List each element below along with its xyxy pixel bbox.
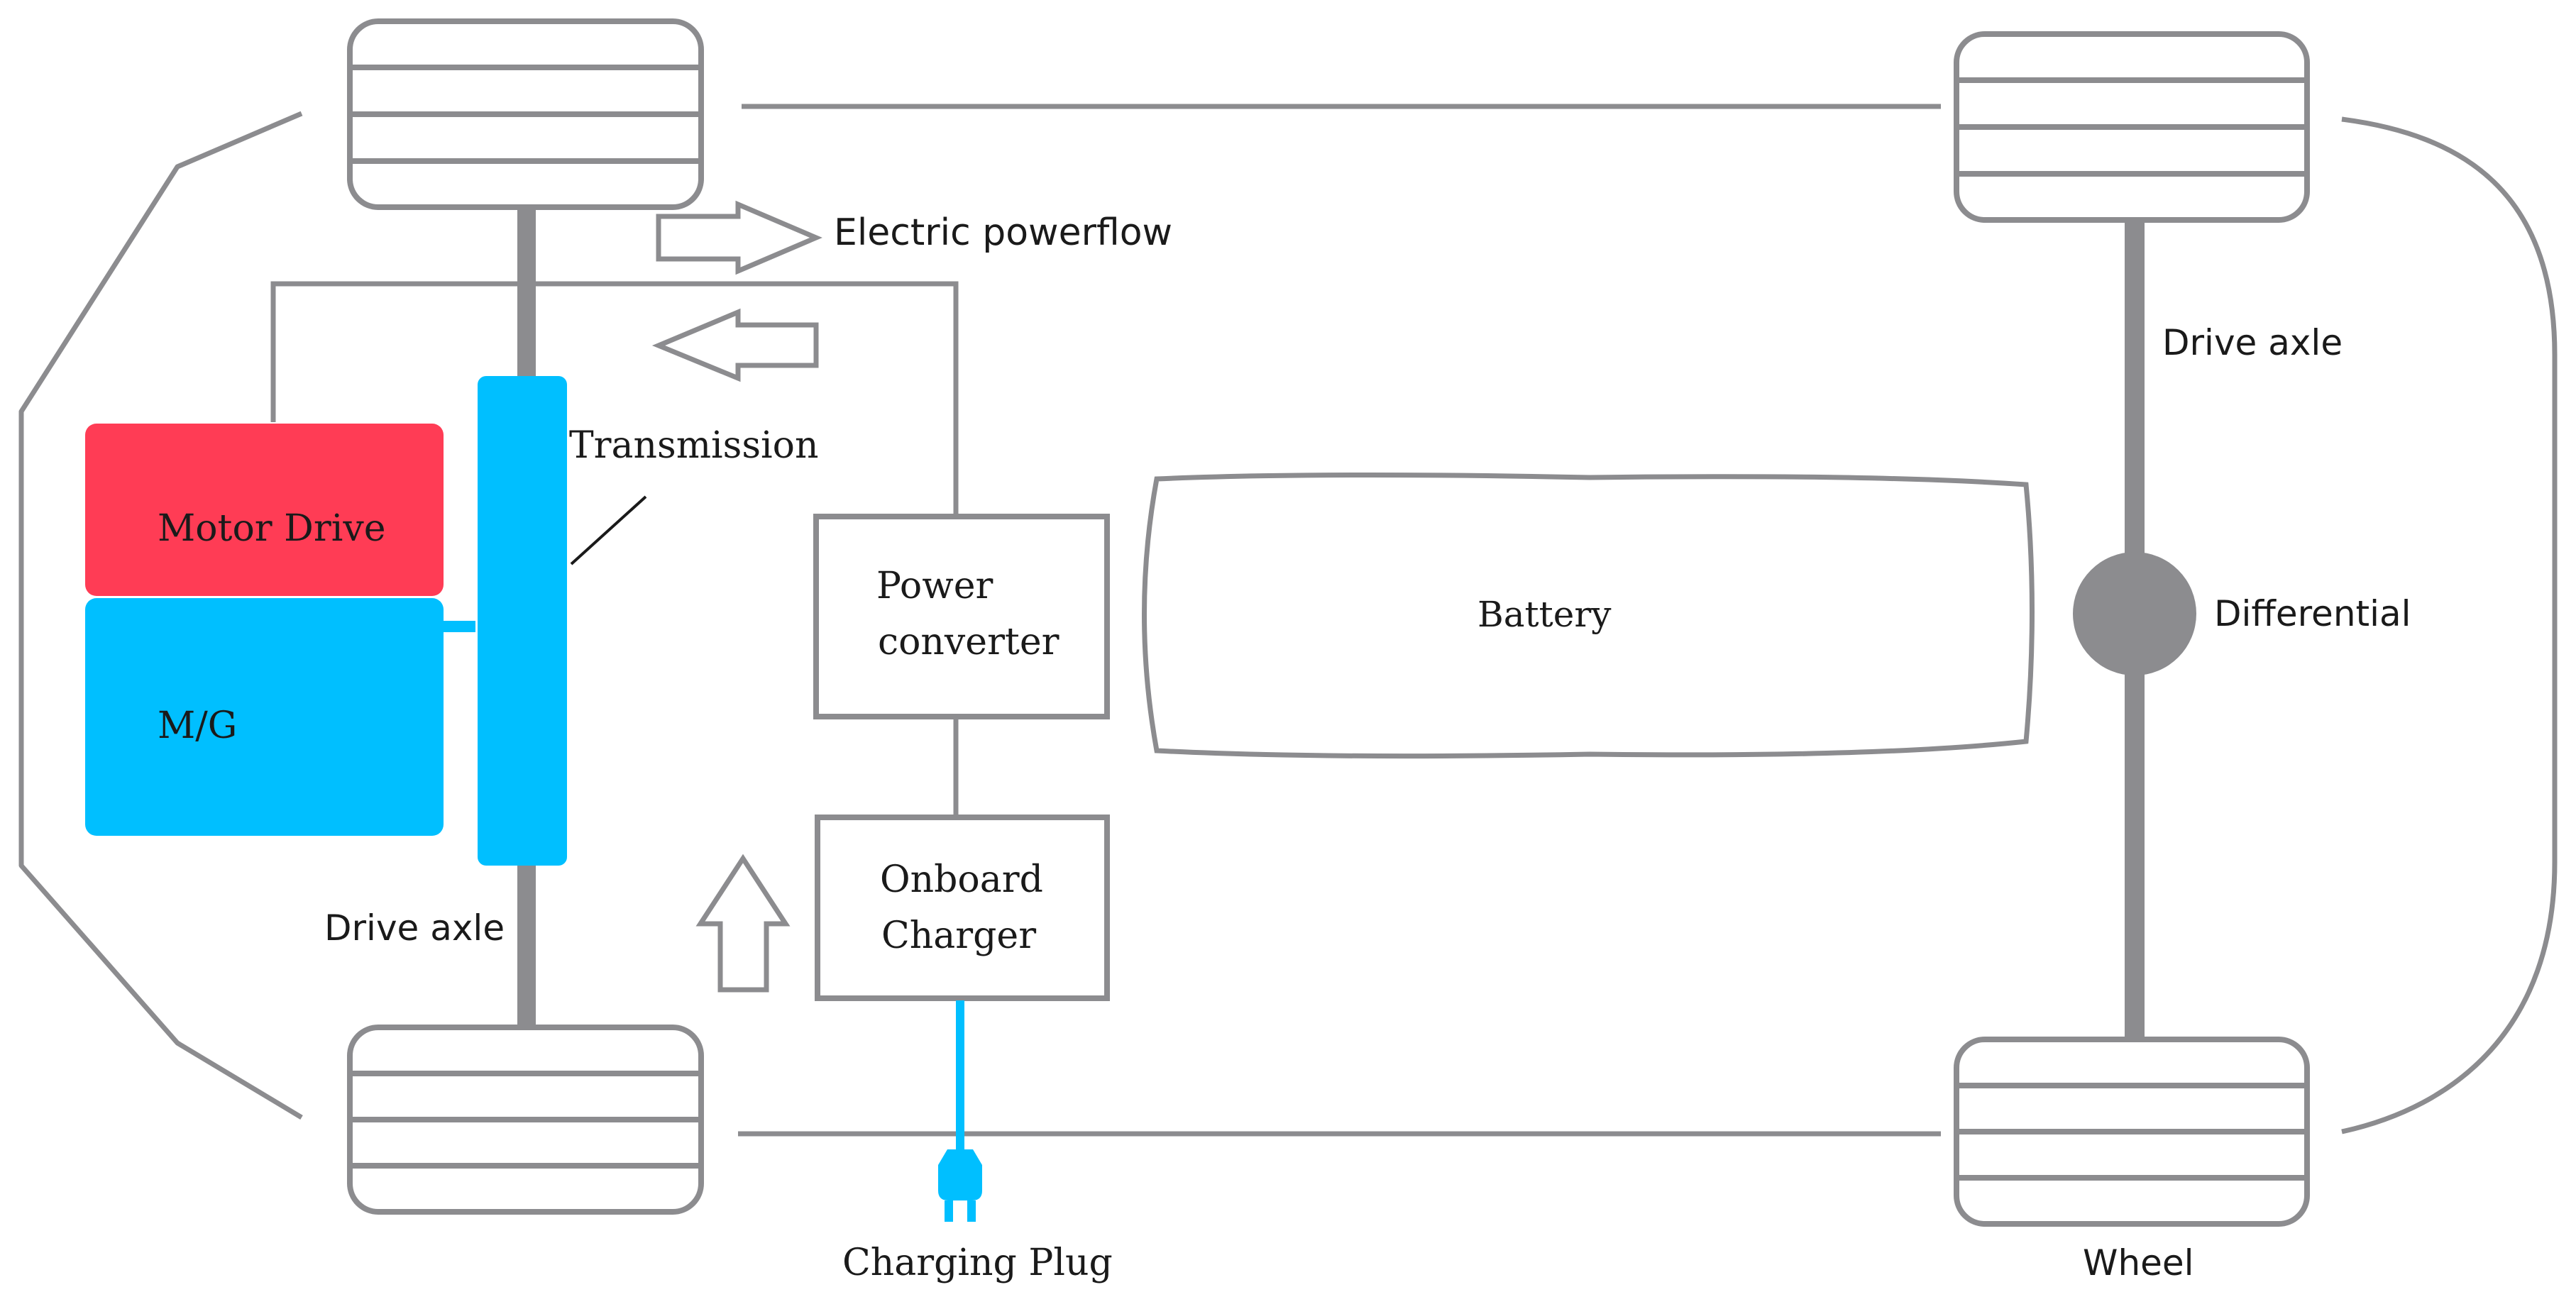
drive-axle-rear-label: Drive axle bbox=[2162, 322, 2343, 363]
transmission-leader-line bbox=[570, 495, 647, 565]
onboard-charger-label-line2: Charger bbox=[881, 915, 1036, 957]
wheels bbox=[347, 18, 2310, 1227]
plug-icon bbox=[938, 1149, 982, 1222]
arrow-left-outline-icon bbox=[651, 308, 819, 382]
powerflow-arrows bbox=[651, 200, 822, 993]
battery-label: Battery bbox=[1477, 594, 1612, 635]
charging-plug-label: Charging Plug bbox=[842, 1242, 1113, 1284]
labels: Electric powerflow Transmission Motor Dr… bbox=[158, 211, 2411, 1284]
battery-shape bbox=[1142, 472, 2035, 759]
mg-label: M/G bbox=[158, 705, 237, 747]
transmission-label: Transmission bbox=[569, 424, 818, 467]
charging-plug-assembly bbox=[938, 1000, 982, 1222]
arrow-up-outline-icon bbox=[695, 854, 791, 993]
differential-hub bbox=[2073, 552, 2196, 675]
onboard-charger-box bbox=[815, 815, 1110, 1001]
motor-drive-label: Motor Drive bbox=[158, 507, 385, 550]
motor-drive-block bbox=[85, 424, 444, 596]
differential-label: Differential bbox=[2214, 593, 2411, 634]
electric-powerflow-label: Electric powerflow bbox=[834, 211, 1172, 254]
drive-axle-front-label: Drive axle bbox=[324, 907, 505, 949]
arrow-right-outline-icon bbox=[656, 200, 822, 275]
front-body-outline bbox=[18, 111, 303, 1120]
motor-to-converter-wire bbox=[270, 281, 959, 517]
wheel-label: Wheel bbox=[2083, 1242, 2194, 1283]
charge-cable bbox=[956, 1000, 964, 1151]
power-converter-label-line2: converter bbox=[878, 621, 1059, 663]
wheel-front-left bbox=[347, 18, 704, 210]
transmission-block bbox=[478, 376, 567, 866]
power-converter-label-line1: Power bbox=[876, 565, 993, 607]
wheel-front-right bbox=[1954, 31, 2310, 223]
wiring bbox=[270, 281, 959, 817]
rear-body-outline bbox=[2341, 116, 2558, 1134]
mg-shaft bbox=[440, 621, 475, 632]
car-body-outline bbox=[18, 104, 2558, 1137]
mg-block bbox=[85, 598, 444, 836]
wheel-rear-right bbox=[1954, 1037, 2310, 1227]
onboard-charger-label-line1: Onboard bbox=[880, 858, 1043, 901]
power-converter-box bbox=[813, 514, 1110, 719]
wheel-rear-left bbox=[347, 1025, 704, 1215]
